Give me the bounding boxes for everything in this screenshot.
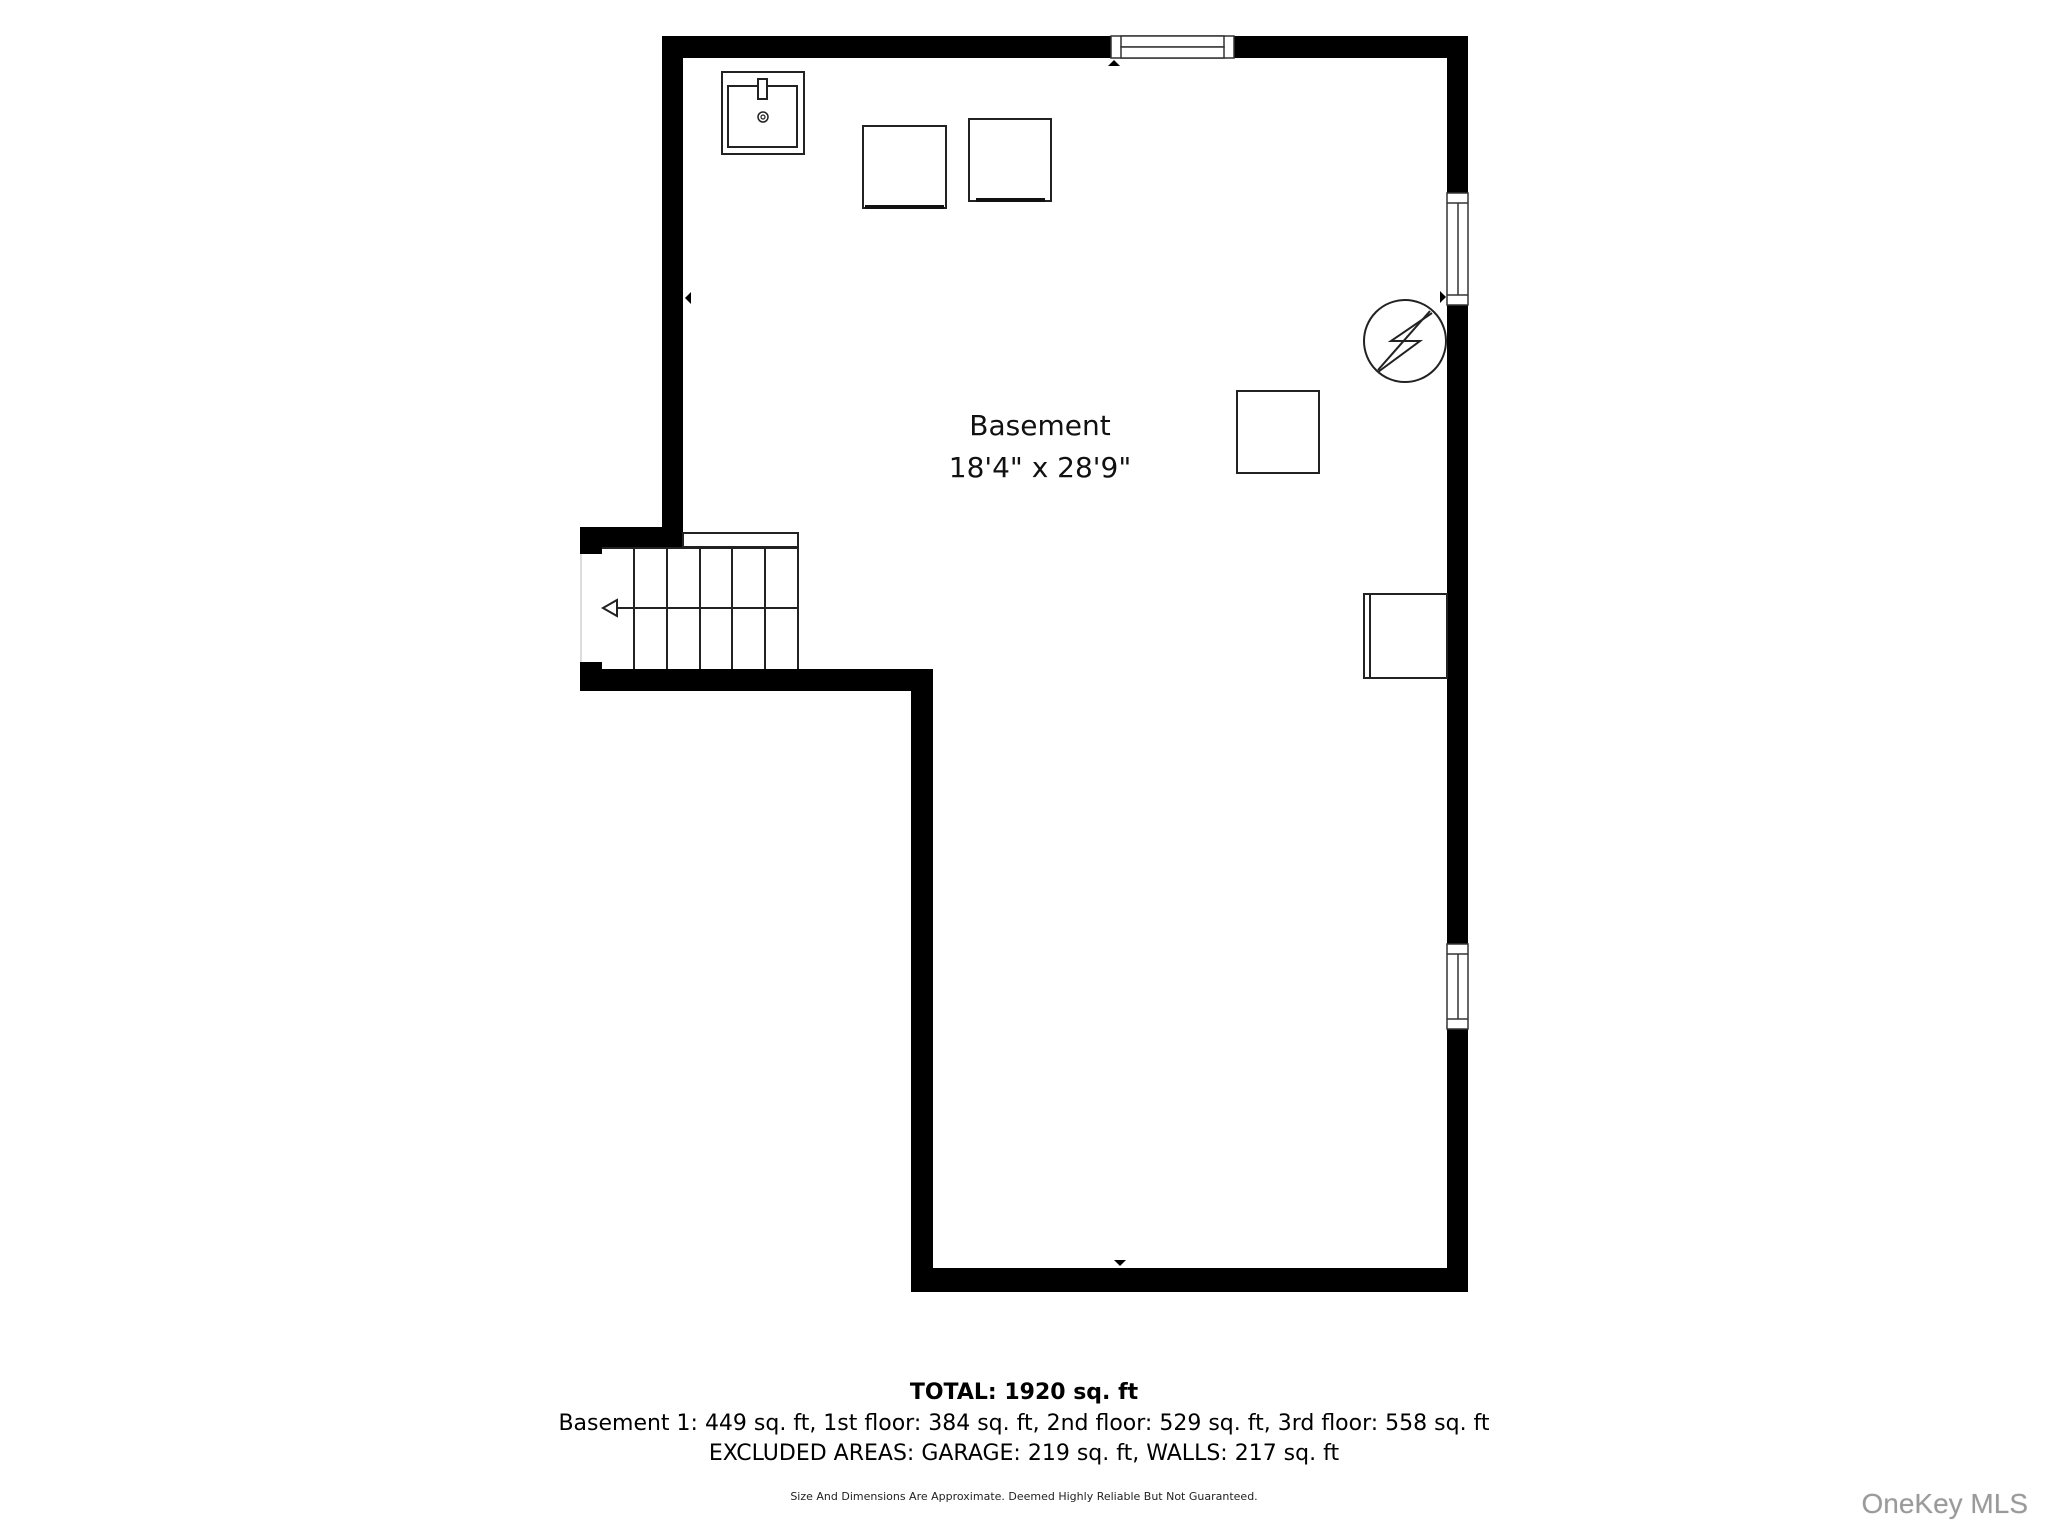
top-wall xyxy=(662,36,1468,58)
watermark-logo: OneKey MLS xyxy=(1861,1488,2028,1519)
marker-arrow-left-icon xyxy=(685,292,691,304)
room-dimensions: 18'4" x 28'9" xyxy=(948,451,1132,484)
stair-alcove-top-wall xyxy=(580,527,683,548)
left-wall-upper xyxy=(662,36,683,548)
excluded-areas: EXCLUDED AREAS: GARAGE: 219 sq. ft, WALL… xyxy=(708,1441,1340,1466)
stair-alcove-left-stub-top xyxy=(580,527,602,554)
marker-arrow-right-icon xyxy=(1440,291,1446,303)
cabinet xyxy=(1363,593,1448,679)
electrical-bolt-icon xyxy=(1377,312,1433,373)
sink-icon xyxy=(721,71,805,155)
stair-bottom-wall xyxy=(580,669,933,691)
window-right-upper xyxy=(1446,192,1469,306)
left-wall-lower xyxy=(911,669,933,1292)
total-area: TOTAL: 1920 sq. ft xyxy=(909,1380,1139,1405)
dryer-icon xyxy=(968,118,1052,202)
stairs-icon xyxy=(600,532,799,669)
room-name: Basement xyxy=(969,409,1111,442)
stairs-direction-arrow-icon xyxy=(600,598,618,618)
window-top xyxy=(1110,35,1235,59)
walls xyxy=(580,36,1468,1292)
window-right-lower xyxy=(1446,943,1469,1030)
washer-icon xyxy=(862,125,947,209)
floor-breakdown: Basement 1: 449 sq. ft, 1st floor: 384 s… xyxy=(558,1411,1490,1436)
marker-arrow-down-icon xyxy=(1114,1260,1126,1266)
marker-arrow-up-icon xyxy=(1108,60,1120,66)
bottom-wall xyxy=(911,1268,1468,1292)
disclaimer: Size And Dimensions Are Approximate. Dee… xyxy=(790,1490,1258,1503)
storage-box xyxy=(1236,390,1320,474)
room-label: Basement 18'4" x 28'9" xyxy=(890,405,1190,489)
